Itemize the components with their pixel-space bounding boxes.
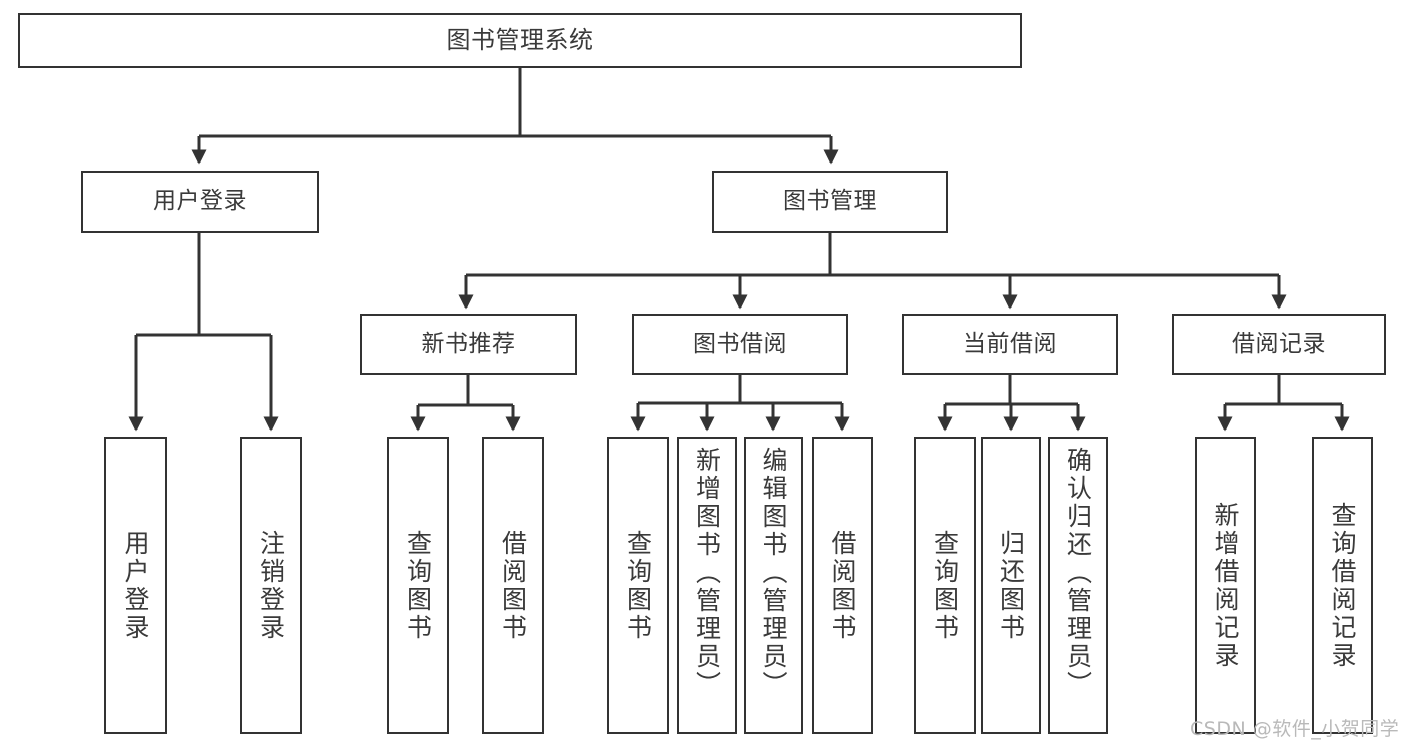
node-label: 确认归还（管理员）: [1063, 447, 1093, 699]
leaf-query-book-recommend[interactable]: 查询图书: [387, 437, 449, 734]
node-label: 用户登录: [121, 529, 150, 642]
node-user-login[interactable]: 用户登录: [81, 171, 319, 233]
node-label: 查询图书: [623, 529, 653, 642]
node-label: 图书管理系统: [446, 26, 594, 55]
node-new-book-recommend[interactable]: 新书推荐: [360, 314, 577, 375]
leaf-user-login[interactable]: 用户登录: [104, 437, 167, 734]
leaf-borrow-book[interactable]: 借阅图书: [812, 437, 873, 734]
leaf-add-book-admin[interactable]: 新增图书（管理员）: [677, 437, 737, 734]
leaf-confirm-return-admin[interactable]: 确认归还（管理员）: [1048, 437, 1108, 734]
leaf-edit-book-admin[interactable]: 编辑图书（管理员）: [744, 437, 803, 734]
leaf-borrow-book-recommend[interactable]: 借阅图书: [482, 437, 544, 734]
node-book-management[interactable]: 图书管理: [712, 171, 948, 233]
node-label: 编辑图书（管理员）: [759, 447, 788, 699]
leaf-query-borrow-record[interactable]: 查询借阅记录: [1312, 437, 1373, 734]
node-root-system[interactable]: 图书管理系统: [18, 13, 1022, 68]
leaf-query-book-borrow[interactable]: 查询图书: [607, 437, 669, 734]
node-label: 新书推荐: [421, 330, 516, 357]
node-label: 借阅图书: [498, 529, 528, 642]
node-borrow-record[interactable]: 借阅记录: [1172, 314, 1386, 375]
node-label: 图书管理: [783, 188, 877, 215]
leaf-add-borrow-record[interactable]: 新增借阅记录: [1195, 437, 1256, 734]
node-label: 查询借阅记录: [1328, 501, 1357, 670]
node-label: 新增借阅记录: [1211, 501, 1240, 670]
node-label: 用户登录: [153, 188, 247, 215]
watermark-text: CSDN @软件_小贺同学: [1190, 718, 1400, 740]
node-label: 查询图书: [930, 529, 960, 642]
node-book-borrow[interactable]: 图书借阅: [632, 314, 848, 375]
node-label: 注销登录: [256, 529, 286, 642]
leaf-query-book-current[interactable]: 查询图书: [914, 437, 976, 734]
node-label: 归还图书: [996, 529, 1026, 642]
node-label: 借阅图书: [828, 529, 857, 642]
node-label: 查询图书: [403, 529, 433, 642]
leaf-logout-login[interactable]: 注销登录: [240, 437, 302, 734]
node-label: 图书借阅: [693, 330, 787, 357]
leaf-return-book[interactable]: 归还图书: [981, 437, 1041, 734]
node-label: 当前借阅: [963, 330, 1057, 357]
node-label: 新增图书（管理员）: [692, 447, 722, 699]
node-current-borrow[interactable]: 当前借阅: [902, 314, 1118, 375]
node-label: 借阅记录: [1232, 330, 1326, 357]
